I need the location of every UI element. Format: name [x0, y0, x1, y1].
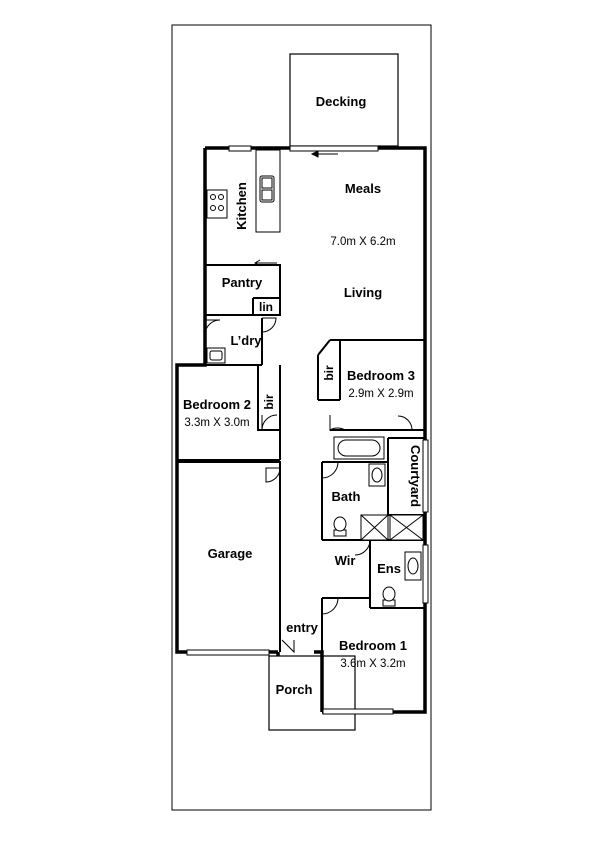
bir3-label: bir — [322, 365, 336, 381]
bedroom2-label: Bedroom 2 — [183, 397, 251, 412]
laundry-tub-icon — [206, 347, 226, 364]
bathtub-icon — [333, 436, 385, 460]
meals-label: Meals — [345, 181, 381, 196]
courtyard-label: Courtyard — [408, 445, 423, 507]
door-swings — [204, 317, 413, 654]
kitchen-label: Kitchen — [234, 182, 249, 230]
porch-label: Porch — [276, 682, 313, 697]
slide-arrow-decking — [310, 150, 338, 158]
bedroom1-label: Bedroom 1 — [339, 638, 407, 653]
living-label: Living — [344, 285, 382, 300]
ensuite-label: Ens — [377, 561, 401, 576]
meals-living-dims: 7.0m X 6.2m — [330, 236, 395, 248]
windows — [186, 145, 429, 715]
pantry-label: Pantry — [222, 275, 263, 290]
laundry-label: L’dry — [230, 333, 262, 348]
bedroom3-dims: 2.9m X 2.9m — [348, 388, 413, 400]
slide-arrow-pantry — [254, 259, 277, 267]
garage-label: Garage — [208, 546, 253, 561]
wir-label: Wir — [335, 553, 356, 568]
bedroom1-dims: 3.6m X 3.2m — [340, 658, 405, 670]
lot-boundary — [171, 24, 432, 811]
porch-outline — [268, 655, 356, 731]
basin-icons — [368, 463, 422, 581]
linen-label: lin — [259, 300, 273, 314]
cooktop-icon — [206, 189, 228, 219]
bir2-label: bir — [262, 394, 276, 410]
bath-label: Bath — [332, 489, 361, 504]
kitchen-fixtures — [206, 149, 281, 233]
entry-label: entry — [286, 620, 319, 635]
bedroom3-label: Bedroom 3 — [347, 368, 415, 383]
bedroom2-dims: 3.3m X 3.0m — [184, 417, 249, 429]
toilet-icons — [333, 516, 396, 607]
interior-walls — [177, 264, 425, 652]
shower-icon — [360, 514, 424, 541]
decking-label: Decking — [316, 94, 367, 109]
